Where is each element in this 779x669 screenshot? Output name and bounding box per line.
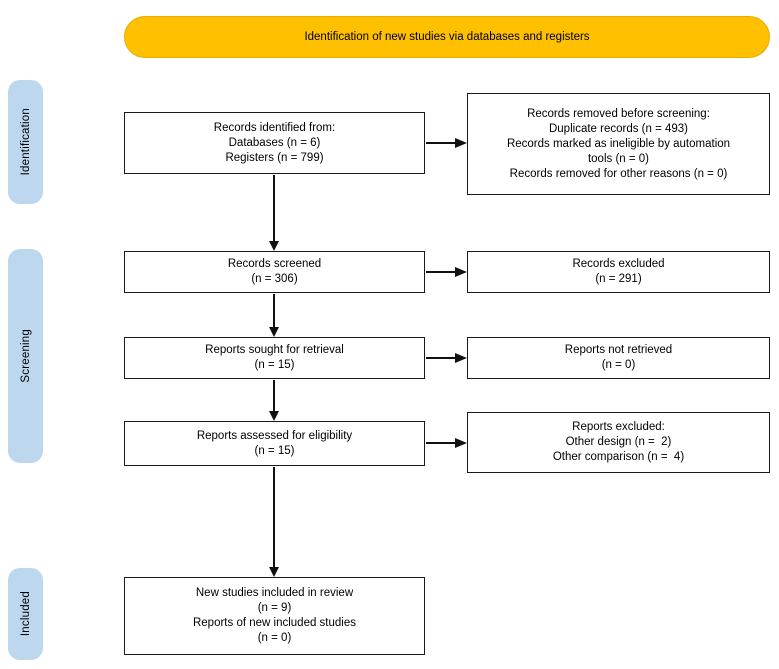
box-line: Records identified from: (213, 121, 336, 134)
box-records-excluded: Records excluded (n = 291) (467, 251, 770, 293)
box-line: (n = 15) (254, 444, 295, 457)
box-line: Records screened (227, 258, 322, 270)
arrow-line (273, 380, 275, 411)
box-line: New studies included in review (195, 587, 354, 599)
box-line: tools (n = 0) (587, 152, 650, 165)
box-line: Registers (n = 799) (225, 151, 324, 164)
box-line: Other comparison (n = 4) (552, 451, 685, 463)
box-line: (n = 9) (257, 602, 292, 614)
box-line: Databases (n = 6) (228, 136, 321, 149)
arrow-head-right-icon (455, 353, 467, 363)
stage-label-identification: Identification (8, 80, 43, 204)
box-line: Reports of new included studies (192, 617, 356, 629)
arrow-line (426, 442, 455, 444)
arrow-line (273, 467, 275, 567)
arrow-head-down-icon (269, 327, 279, 337)
box-line: Reports excluded: (572, 421, 665, 433)
arrow-head-down-icon (269, 241, 279, 251)
box-line: (n = 0) (257, 632, 292, 644)
banner-identification-via-databases: Identification of new studies via databa… (124, 16, 770, 58)
box-line: Reports sought for retrieval (205, 344, 344, 356)
arrow-head-down-icon (269, 411, 279, 421)
stage-label-included: Included (8, 568, 43, 660)
box-line: (n = 15) (254, 359, 295, 371)
box-records-screened: Records screened (n = 306) (124, 251, 425, 293)
box-reports-sought: Reports sought for retrieval (n = 15) (124, 337, 425, 379)
banner-label: Identification of new studies via databa… (304, 31, 590, 43)
arrow-line (273, 294, 275, 327)
arrow-line (426, 271, 455, 273)
box-line: Other design (n = 2) (565, 436, 672, 448)
box-line: (n = 306) (251, 273, 298, 285)
box-line: Duplicate records (n = 493) (548, 122, 689, 135)
box-reports-assessed: Reports assessed for eligibility (n = 15… (124, 421, 425, 466)
arrow-line (426, 142, 455, 144)
box-line: Records marked as ineligible by automati… (506, 137, 731, 150)
box-line: Reports assessed for eligibility (196, 429, 353, 442)
box-line: Records removed before screening: (527, 107, 710, 120)
stage-label-screening: Screening (8, 249, 43, 463)
arrow-line (273, 175, 275, 241)
box-records-removed: Records removed before screening: Duplic… (467, 93, 770, 195)
box-line: (n = 0) (601, 359, 636, 371)
box-line: Reports not retrieved (564, 344, 673, 356)
stage-label-identification-text: Identification (19, 108, 32, 176)
arrow-head-down-icon (269, 567, 279, 577)
box-reports-excluded: Reports excluded: Other design (n = 2) O… (467, 412, 770, 473)
box-records-identified: Records identified from: Databases (n = … (124, 112, 425, 174)
box-line: Records excluded (572, 258, 665, 270)
box-new-studies-included: New studies included in review (n = 9) R… (124, 577, 425, 655)
arrow-line (426, 357, 455, 359)
box-line: (n = 291) (595, 273, 642, 285)
arrow-head-right-icon (455, 438, 467, 448)
stage-label-included-text: Included (19, 591, 32, 637)
box-line: Records removed for other reasons (n = 0… (509, 167, 728, 180)
box-reports-not-retrieved: Reports not retrieved (n = 0) (467, 337, 770, 379)
stage-label-screening-text: Screening (19, 329, 32, 383)
arrow-head-right-icon (455, 138, 467, 148)
arrow-head-right-icon (455, 267, 467, 277)
